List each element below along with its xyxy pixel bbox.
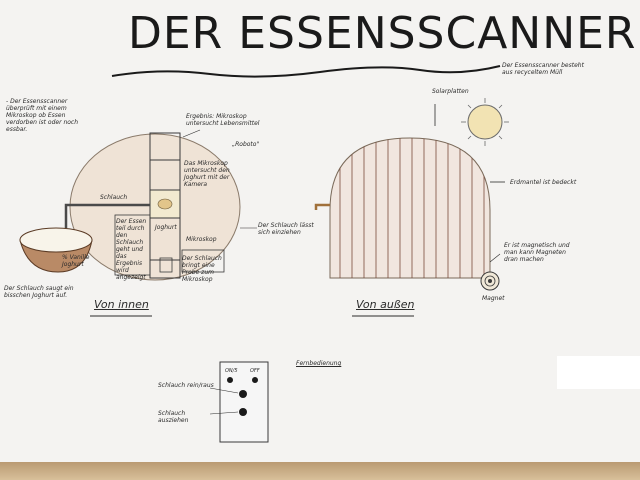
note-yogurt-in: Joghurt [155,224,177,231]
note-earth-mantle: Erdmantel ist bedeckt [510,179,577,186]
note-percent-yogurt: % Vanille Joghurt [62,254,90,268]
note-tube-sucks: Der Schlauch saugt ein bisschen Joghurt … [4,285,74,299]
remote-label-off: OFF [250,368,260,374]
table-surface [0,462,640,480]
note-recycled: Der Essensscanner besteht aus recyceltem… [502,62,584,76]
note-microscope-camera: Das Mikroskop untersucht den Joghurt mit… [184,160,230,188]
note-microscope: Mikroskop [186,236,217,243]
scanner-outside-drawing [314,104,505,279]
note-tube-sample: Der Schlauch bringt eine Probe zum Mikro… [182,255,222,283]
note-magnet: Magnet [482,295,505,302]
sun-drawing [461,98,509,146]
remote-drawing [209,361,269,443]
remote-label-on: ON/5 [225,368,238,374]
note-tube-label: Schlauch [100,194,128,201]
yogurt-bowl-drawing [19,227,93,273]
caption-inside: Von innen [94,298,149,311]
scanner-inside-drawing [64,129,257,281]
title-underline [111,65,501,78]
note-magnetic: Er ist magnetisch und man kann Magneten … [504,242,570,263]
magnet-drawing [480,271,500,291]
note-food-part: Der Essen teil durch den Schlauch geht u… [116,218,147,281]
note-tube-extend: Schlauch ausziehen [158,410,189,424]
note-result-sub: „Roboto" [232,141,260,148]
caption-outside: Von außen [356,298,415,311]
note-tube-in-out: Schlauch rein/raus [158,382,214,389]
note-remote-title: Fernbedienung [296,360,342,367]
redaction-patch [557,356,640,389]
note-tube-retract: Der Schlauch lässt sich einziehen [258,222,314,236]
note-scanner-purpose: - Der Essensscanner überprüft mit einem … [6,98,79,133]
note-result: Ergebnis: Mikroskop untersucht Lebensmit… [186,113,260,127]
note-solar-panels: Solarplatten [432,88,469,95]
